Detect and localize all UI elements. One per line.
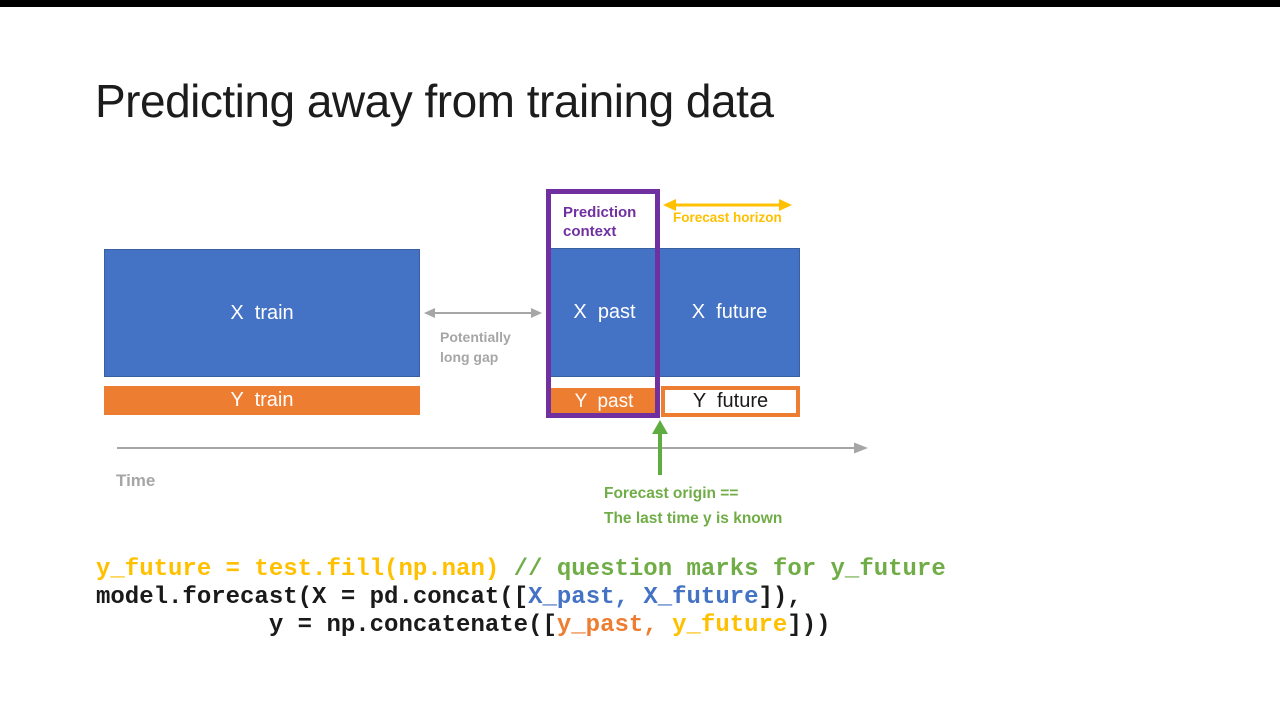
prediction-context-frame: Prediction context	[546, 189, 660, 418]
time-axis-arrow	[117, 442, 868, 454]
time-axis-label: Time	[116, 471, 156, 490]
code-token: X_future	[643, 584, 759, 611]
x-train-box: X train	[104, 249, 420, 377]
code-token: model.forecast(X = pd.concat([	[96, 584, 529, 611]
forecast-horizon-label: Forecast horizon	[673, 210, 782, 225]
forecast-origin-note: Forecast origin == The last time y is kn…	[604, 485, 783, 527]
code-line: model.forecast(X = pd.concat([X_past, X_…	[96, 584, 946, 612]
code-token: ]))	[787, 612, 831, 639]
x-past-future-box: X past X future	[548, 248, 800, 377]
code-line: y = np.concatenate([y_past, y_future]))	[96, 612, 946, 640]
gap-note: Potentially long gap	[440, 329, 511, 365]
x-past-label: X past	[573, 301, 636, 323]
code-line: y_future = test.fill(np.nan) // question…	[96, 556, 946, 584]
code-token: X_past,	[528, 584, 629, 611]
y-past-label: Y past	[574, 390, 634, 412]
forecast-origin-arrow	[652, 420, 668, 475]
letterbox-top	[0, 0, 1280, 7]
code-token: y = np.concatenate([	[96, 612, 557, 639]
code-token: y_past,	[556, 612, 658, 639]
gap-arrow	[424, 308, 542, 318]
code-token: y_future = test.fill(np.nan)	[96, 556, 500, 583]
page-title: Predicting away from training data	[95, 75, 774, 127]
prediction-context-label: Prediction context	[563, 204, 637, 240]
code-token	[658, 612, 672, 639]
code-token: y_future	[672, 612, 788, 639]
code-token: ]),	[758, 584, 802, 611]
code-token	[629, 584, 643, 611]
y-future-box: Y future	[661, 386, 800, 417]
y-train-box: Y train	[104, 386, 420, 415]
y-train-label: Y train	[230, 389, 294, 411]
code-token: // question marks for y_future	[499, 556, 946, 583]
x-train-label: X train	[230, 301, 294, 324]
code-block: y_future = test.fill(np.nan) // question…	[96, 556, 946, 640]
x-future-label: X future	[691, 301, 768, 323]
y-past-box: Y past	[551, 388, 657, 415]
y-future-label: Y future	[692, 390, 769, 412]
